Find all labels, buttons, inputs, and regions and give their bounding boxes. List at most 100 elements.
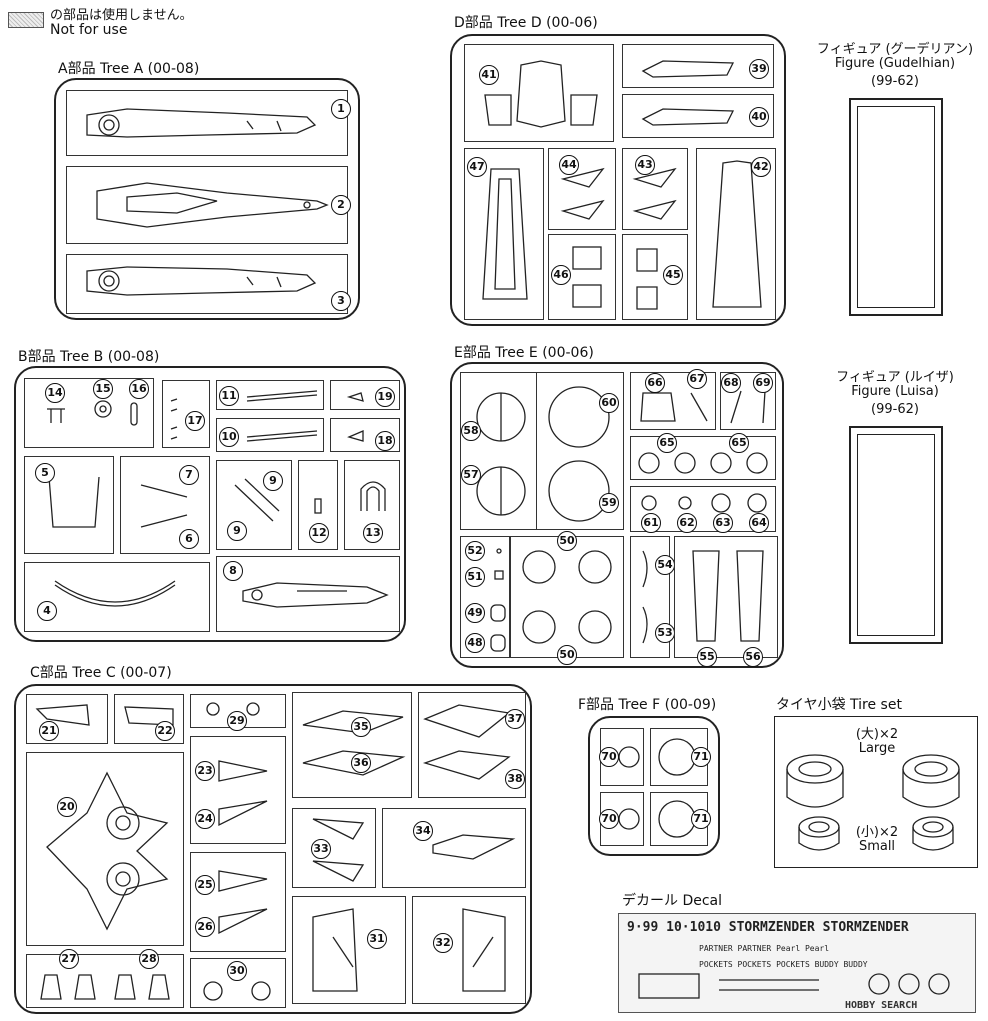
tree-c-cell-20: 20 <box>26 752 184 946</box>
tree-a-title: A部品 Tree A (00-08) <box>58 61 200 77</box>
part-number-54: 54 <box>655 555 675 575</box>
part-70a-drawing <box>618 746 640 768</box>
part-33-drawing <box>312 818 365 882</box>
part-number-58: 58 <box>461 421 481 441</box>
tree-b-cell-5: 5 <box>24 456 114 554</box>
part-number-24: 24 <box>195 809 215 829</box>
tree-c-cell-27-28: 27 28 <box>26 949 184 1008</box>
tree-d-cell-42: 42 <box>696 148 776 320</box>
part-number-25: 25 <box>195 875 215 895</box>
tree-d-cell-40: 40 <box>622 94 774 138</box>
part-number-59: 59 <box>599 493 619 513</box>
part-21-drawing <box>35 704 90 726</box>
part-number-6: 6 <box>179 529 199 549</box>
part-number-4: 4 <box>37 601 57 621</box>
tree-b-frame: 14 15 16 17 11 10 19 18 5 7 6 9 9 12 <box>14 366 406 642</box>
part-8-drawing <box>242 582 389 608</box>
tree-e-cell-50: 50 50 <box>510 531 624 665</box>
tree-f-cell-70a: 70 <box>599 728 644 786</box>
tree-f-cell-70b: 70 <box>599 792 644 846</box>
part-number-9b: 9 <box>227 521 247 541</box>
legend-jp: の部品は使用しません。 <box>50 8 193 23</box>
tree-e-cell-55-56: 55 56 <box>674 536 778 667</box>
parts-48-52-drawing <box>490 548 506 652</box>
part-number-67: 67 <box>687 369 707 389</box>
tree-c-cell-30: 30 <box>190 958 286 1008</box>
tree-c-cell-29: 29 <box>190 694 286 731</box>
tree-c-cell-31: 31 <box>292 896 406 1004</box>
part-number-8: 8 <box>223 561 243 581</box>
part-number-45: 45 <box>663 265 683 285</box>
part-number-60: 60 <box>599 393 619 413</box>
part-number-30: 30 <box>227 961 247 981</box>
tree-c-cell-25-26: 25 26 <box>190 852 286 952</box>
part-number-29: 29 <box>227 711 247 731</box>
part-number-17: 17 <box>185 411 205 431</box>
tree-c-frame: 21 22 29 35 36 37 38 20 23 24 <box>14 684 532 1014</box>
tree-a-cell-1: 1 <box>66 90 351 156</box>
part-47-drawing <box>482 168 528 300</box>
parts-6-7-drawing <box>140 484 188 528</box>
tree-d-cell-41: 41 <box>464 44 614 142</box>
decal-title: デカール Decal <box>622 893 723 909</box>
part-number-69: 69 <box>753 373 773 393</box>
part-number-16: 16 <box>129 379 149 399</box>
part-number-66: 66 <box>645 373 665 393</box>
tree-b-cell-4: 4 <box>24 562 210 632</box>
part-number-10: 10 <box>219 427 239 447</box>
tree-f-cell-71b: 71 <box>650 792 711 846</box>
watermark: HOBBY SEARCH <box>845 1000 918 1011</box>
part-number-71a: 71 <box>691 747 711 767</box>
tree-f-frame: 70 71 70 71 <box>588 716 720 856</box>
part-3-drawing <box>86 266 317 296</box>
figure-gudelhian-en: Figure (Gudelhian) <box>834 56 956 71</box>
part-number-15: 15 <box>93 379 113 399</box>
part-42-drawing <box>712 160 762 308</box>
tree-c-cell-32: 32 <box>412 896 526 1004</box>
tree-b-cell-19: 19 <box>330 380 400 410</box>
tree-c-cell-22: 22 <box>114 694 184 744</box>
part-number-64: 64 <box>749 513 769 533</box>
part-number-3: 3 <box>331 291 351 311</box>
part-number-57: 57 <box>461 465 481 485</box>
part-number-35: 35 <box>351 717 371 737</box>
part-number-19: 19 <box>375 387 395 407</box>
decal-line-1: 9·99 10·1010 STORMZENDER STORMZENDER <box>627 920 909 935</box>
part-number-5: 5 <box>35 463 55 483</box>
part-number-39: 39 <box>749 59 769 79</box>
part-number-47: 47 <box>467 157 487 177</box>
part-31-drawing <box>312 908 358 992</box>
tree-d-frame: 41 39 40 47 44 43 42 46 45 <box>450 34 786 326</box>
parts-14-16-drawing <box>47 400 138 426</box>
parts-59-60-drawing <box>548 386 610 522</box>
tree-e-frame: 58 57 60 59 66 67 68 69 65 65 61 62 63 6… <box>450 362 784 668</box>
part-number-71b: 71 <box>691 809 711 829</box>
part-number-34: 34 <box>413 821 433 841</box>
part-34-drawing <box>432 834 516 860</box>
part-2-drawing <box>96 182 329 228</box>
tree-b-title: B部品 Tree B (00-08) <box>18 349 160 365</box>
part-number-62: 62 <box>677 513 697 533</box>
tire-large-qty: (大)×2 <box>855 727 899 742</box>
parts-68-69-drawing <box>730 390 766 424</box>
figure-luisa-code: (99-62) <box>871 402 919 417</box>
part-number-14: 14 <box>45 383 65 403</box>
tire-small-qty: (小)×2 <box>855 825 899 840</box>
part-19-drawing <box>346 392 364 402</box>
part-number-52: 52 <box>465 541 485 561</box>
tree-f-title: F部品 Tree F (00-09) <box>578 697 717 713</box>
decal-line-2: PARTNER PARTNER Pearl Pearl <box>699 944 830 953</box>
part-number-31: 31 <box>367 929 387 949</box>
figure-gudelhian-jp: フィギュア (グーデリアン) <box>816 42 974 57</box>
tires-drawing <box>786 754 960 851</box>
decal-graphics <box>638 973 950 999</box>
tree-b-cell-14-16: 14 15 16 <box>24 378 154 448</box>
part-number-55: 55 <box>697 647 717 667</box>
tree-d-cell-47: 47 <box>464 148 544 320</box>
tree-b-cell-6-7: 7 6 <box>120 456 210 554</box>
part-number-27: 27 <box>59 949 79 969</box>
part-number-7: 7 <box>179 465 199 485</box>
part-number-61: 61 <box>641 513 661 533</box>
part-number-41: 41 <box>479 65 499 85</box>
part-5-drawing <box>48 476 100 528</box>
